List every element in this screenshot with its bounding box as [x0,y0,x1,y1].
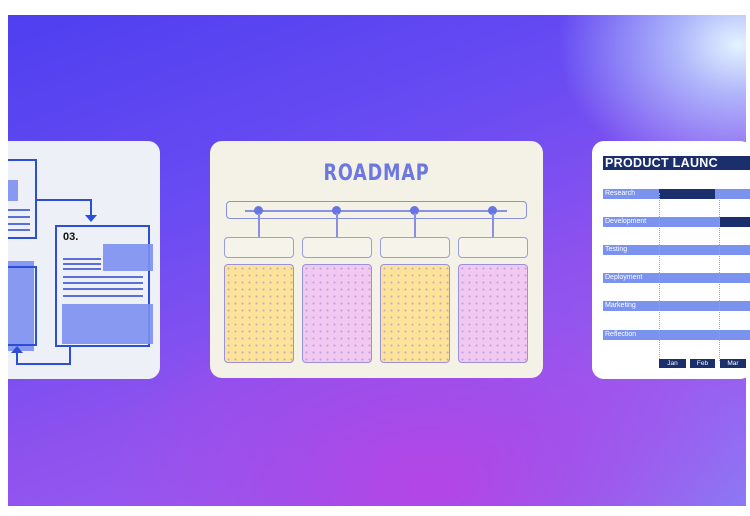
image-placeholder [8,261,34,351]
month-label: Feb [690,359,715,368]
roadmap-title: ROADMAP [323,161,430,186]
column-header-box [302,237,372,258]
flow-box-04 [8,266,37,346]
product-launch-template-card[interactable]: PRODUCT LAUNC Research Development Testi… [592,141,750,379]
milestone-dot [488,206,497,215]
task-label: Reflection [605,331,637,338]
connector [69,347,71,365]
task-label: Testing [605,246,628,253]
column-header-box [380,237,450,258]
image-placeholder [8,180,18,201]
column-header-box [458,237,528,258]
milestone-dot [254,206,263,215]
image-placeholder [62,304,153,344]
milestone-dot [332,206,341,215]
task-label: Deployment [605,274,643,281]
month-label: Mar [720,359,746,368]
timeline-bar [226,201,527,219]
flow-box-02 [8,159,37,239]
arrow-up-icon [11,346,23,353]
step-label: 03. [63,231,79,243]
note-column-pink [458,264,528,363]
month-label: Jan [659,359,686,368]
arrow-down-icon [85,215,97,222]
roadmap-template-card[interactable]: ROADMAP [210,141,543,378]
gantt-row: Marketing [603,301,750,311]
gridline [659,193,660,361]
connector [37,199,92,201]
task-bar-research [659,189,715,199]
task-label: Research [605,190,635,197]
gantt-row: Testing [603,245,750,255]
gantt-row: Reflection [603,330,750,340]
note-column-yellow [380,264,450,363]
timeline-line [245,210,507,212]
flow-box-03 [55,225,150,347]
task-label: Development [605,218,647,225]
task-label: Marketing [605,302,636,309]
gantt-row: Development [603,217,750,227]
gantt-row: Deployment [603,273,750,283]
column-header-box [224,237,294,258]
note-column-yellow [224,264,294,363]
product-launch-title: PRODUCT LAUNC [603,156,750,170]
flowchart-template-card[interactable]: 03. [8,141,160,379]
note-column-pink [302,264,372,363]
image-placeholder [103,244,153,271]
task-bar-development [720,217,750,227]
milestone-dot [410,206,419,215]
gridline [719,193,720,361]
